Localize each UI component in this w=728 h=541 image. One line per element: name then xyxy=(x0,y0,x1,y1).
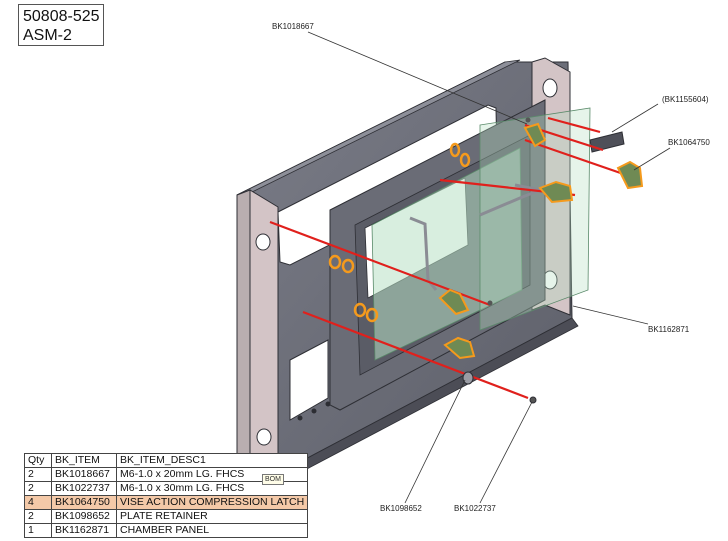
bom-item: BK1022737 xyxy=(51,481,117,496)
bom-item: BK1162871 xyxy=(51,523,117,538)
callout-bk1022737: BK1022737 xyxy=(454,504,496,513)
bom-desc: M6-1.0 x 30mm LG. FHCS xyxy=(115,481,309,496)
plate-retainer xyxy=(589,131,625,153)
callout-bk1098652: BK1098652 xyxy=(380,504,422,513)
screws xyxy=(462,117,537,404)
left-side-bar xyxy=(236,189,279,463)
callout-bk1018667: BK1018667 xyxy=(272,22,314,31)
bom-row-highlighted: 4 BK1064750 VISE ACTION COMPRESSION LATC… xyxy=(24,495,309,510)
assembly-label: ASM-2 xyxy=(23,27,72,44)
bom-row: 2 BK1098652 PLATE RETAINER xyxy=(24,509,309,524)
bom-item: BK1018667 xyxy=(51,467,117,482)
bom-row: 1 BK1162871 CHAMBER PANEL xyxy=(24,523,309,538)
bom-qty: 1 xyxy=(24,523,52,538)
glass-panels xyxy=(371,107,591,361)
bom-item: BK1064750 xyxy=(51,495,117,510)
bom-header-row: Qty BK_ITEM BK_ITEM_DESC1 xyxy=(24,453,309,468)
latch-rings xyxy=(328,142,471,323)
latch-4 xyxy=(538,180,574,204)
latch-1 xyxy=(438,288,470,316)
callout-bk1064750: BK1064750 xyxy=(668,138,710,147)
leader-lines xyxy=(307,31,671,504)
bom-qty: 2 xyxy=(24,467,52,482)
drawing-title-box: 50808-525 ASM-2 xyxy=(18,4,104,46)
bom-header-item: BK_ITEM xyxy=(51,453,117,468)
latch-2 xyxy=(443,336,476,360)
part-number: 50808-525 xyxy=(23,8,100,25)
bom-tag: BOM xyxy=(262,474,284,485)
compression-latches xyxy=(438,122,644,360)
bom-header-desc: BK_ITEM_DESC1 xyxy=(115,453,309,468)
bom-row: 2 BK1022737 M6-1.0 x 30mm LG. FHCS xyxy=(24,481,309,496)
latch-3 xyxy=(616,160,644,190)
callout-bk1162871: BK1162871 xyxy=(648,325,690,334)
bom-header-qty: Qty xyxy=(24,453,52,468)
bom-qty: 4 xyxy=(24,495,52,510)
bom-desc: PLATE RETAINER xyxy=(115,509,309,524)
tubing xyxy=(409,183,541,291)
callout-bk1155604: (BK1155604) xyxy=(662,95,709,104)
bom-table: Qty BK_ITEM BK_ITEM_DESC1 2 BK1018667 M6… xyxy=(24,453,309,538)
bom-qty: 2 xyxy=(24,481,52,496)
bom-item: BK1098652 xyxy=(51,509,117,524)
bom-desc: CHAMBER PANEL xyxy=(115,523,309,538)
bom-desc: VISE ACTION COMPRESSION LATCH xyxy=(115,495,309,510)
bom-qty: 2 xyxy=(24,509,52,524)
latch-5 xyxy=(523,122,547,148)
bom-desc: M6-1.0 x 20mm LG. FHCS xyxy=(115,467,309,482)
